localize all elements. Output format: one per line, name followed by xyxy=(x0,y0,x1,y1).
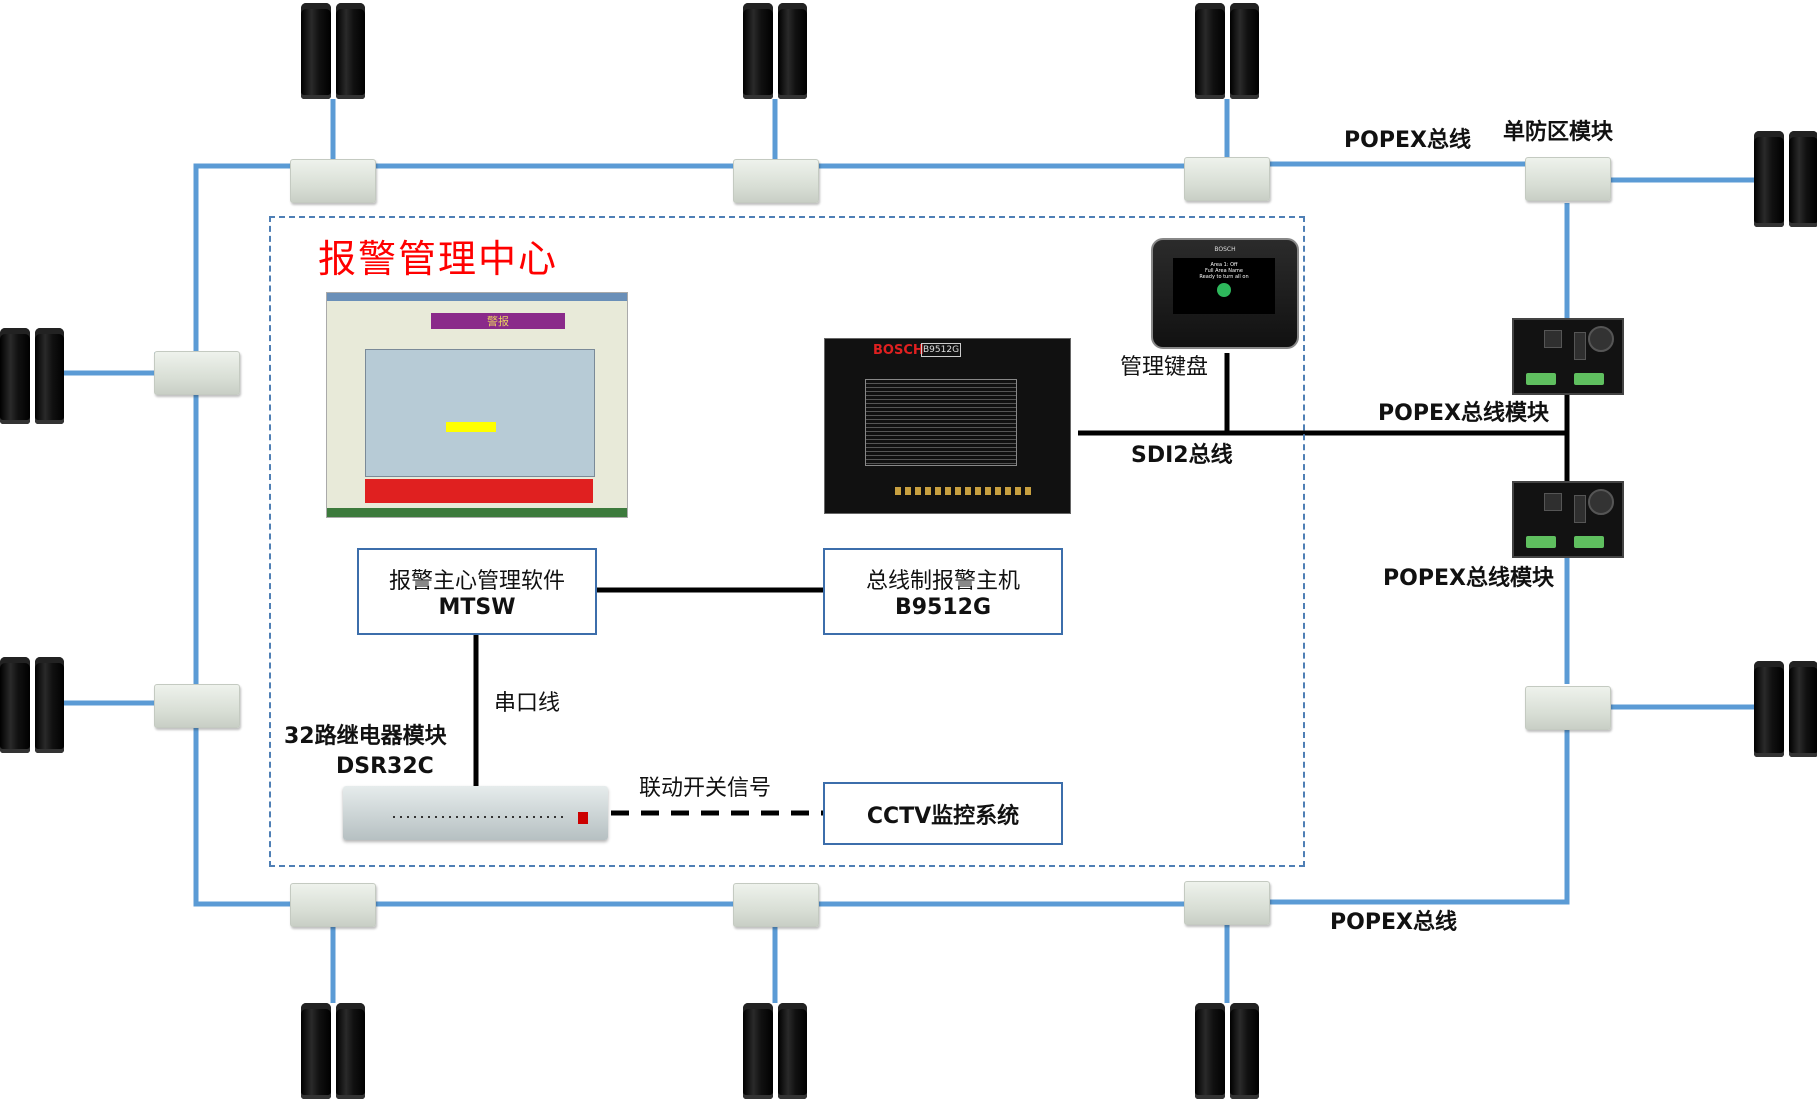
indicator-leds xyxy=(393,816,563,818)
beam-detector xyxy=(743,3,807,99)
serial-line-label: 串口线 xyxy=(494,691,561,716)
relay-module-label: 32路继电器模块 xyxy=(284,724,447,749)
popex-bus-module-label: POPEX总线模块 xyxy=(1383,566,1554,591)
beam-detector xyxy=(1195,1003,1259,1099)
beam-detector xyxy=(301,1003,365,1099)
linkage-signal-label: 联动开关信号 xyxy=(639,776,772,801)
cctv-system-box: CCTV监控系统 xyxy=(823,782,1063,845)
beam-detector xyxy=(743,1003,807,1099)
box-title: 总线制报警主机 xyxy=(865,569,1020,594)
single-zone-module xyxy=(154,351,240,395)
box-title: CCTV监控系统 xyxy=(866,803,1020,829)
terminal-strip xyxy=(895,487,1035,495)
single-zone-module xyxy=(154,684,240,728)
single-zone-module xyxy=(290,883,376,927)
beam-detector xyxy=(1754,131,1817,227)
relay-module-model: DSR32C xyxy=(336,754,434,779)
single-zone-module xyxy=(1525,686,1611,730)
beam-detector xyxy=(0,328,64,424)
popex-bus-module-board xyxy=(1512,481,1624,558)
screen-line: Area 1: Off xyxy=(1210,262,1238,268)
box-title: 报警主心管理软件 xyxy=(388,569,565,594)
window-titlebar xyxy=(327,293,627,301)
b9512g-control-panel: BOSCH B9512G xyxy=(824,338,1071,514)
taskbar xyxy=(327,508,627,517)
software-screenshot: 警报 xyxy=(326,292,628,518)
single-zone-module xyxy=(1184,881,1270,925)
single-zone-module xyxy=(1184,157,1270,201)
dsr32c-relay-device xyxy=(343,786,608,840)
single-zone-module-label: 单防区模块 xyxy=(1503,120,1614,145)
screen-line: Ready to turn all on xyxy=(1199,274,1249,280)
popex-bus-label: POPEX总线 xyxy=(1330,910,1457,935)
alarm-list xyxy=(365,479,593,503)
touch-keypad: BOSCH Area 1: Off Full Area Name Ready t… xyxy=(1151,238,1299,349)
sdi2-bus-label: SDI2总线 xyxy=(1131,443,1233,468)
single-zone-module xyxy=(733,159,819,203)
power-switch xyxy=(578,812,588,824)
alarm-center-title: 报警管理中心 xyxy=(318,237,559,281)
sdi2-bus xyxy=(473,353,1570,816)
b9512g-host-box: 总线制报警主机 B9512G xyxy=(823,548,1063,635)
box-model: B9512G xyxy=(894,595,992,620)
beam-detector xyxy=(1754,661,1817,757)
beam-detector xyxy=(1195,3,1259,99)
mtsw-software-box: 报警主心管理软件 MTSW xyxy=(357,548,597,635)
panel-brand: BOSCH xyxy=(873,343,924,358)
panel-label xyxy=(865,379,1017,466)
alarm-center-boundary xyxy=(269,216,1305,867)
site-map xyxy=(365,349,595,477)
alarm-marker xyxy=(446,422,496,432)
box-model: MTSW xyxy=(438,595,516,620)
popex-bus-module-board xyxy=(1512,318,1624,395)
single-zone-module xyxy=(290,159,376,203)
beam-detector xyxy=(0,657,64,753)
keypad-screen: Area 1: Off Full Area Name Ready to turn… xyxy=(1173,258,1275,314)
popex-bus-label: POPEX总线 xyxy=(1344,128,1471,153)
alarm-banner: 警报 xyxy=(431,313,565,329)
keypad-brand: BOSCH xyxy=(1214,246,1236,253)
panel-model: B9512G xyxy=(921,343,962,357)
popex-bus xyxy=(64,99,1756,1003)
unlock-icon xyxy=(1217,283,1231,297)
management-keypad-label: 管理键盘 xyxy=(1120,355,1209,380)
popex-bus-module-label: POPEX总线模块 xyxy=(1378,401,1549,426)
beam-detector xyxy=(301,3,365,99)
single-zone-module xyxy=(733,883,819,927)
single-zone-module xyxy=(1525,157,1611,201)
screen-line: Full Area Name xyxy=(1205,268,1243,274)
